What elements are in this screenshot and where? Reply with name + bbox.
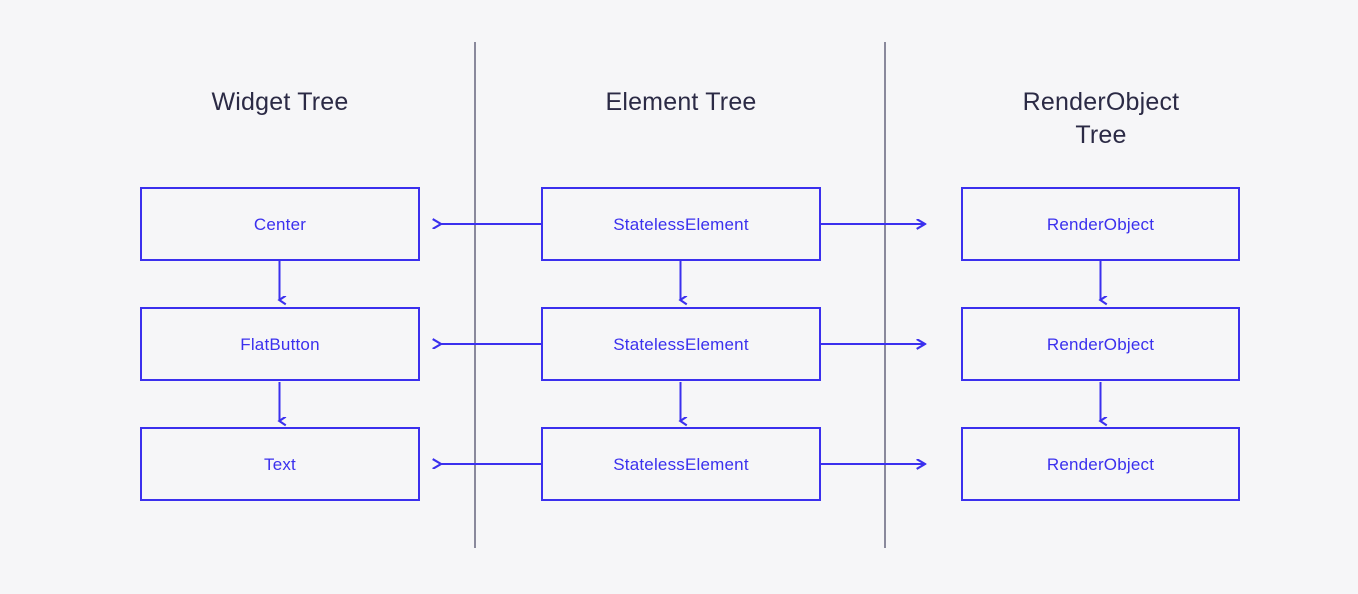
column-title-renderobject-tree: RenderObject Tree [1022, 88, 1180, 149]
renderobject-node-1-label: RenderObject [1046, 214, 1155, 234]
renderobject-node-3[interactable]: RenderObject [961, 427, 1240, 501]
widget-node-text-label: Text [264, 454, 296, 474]
element-node-1[interactable]: StatelessElement [541, 187, 821, 261]
column-title-element-tree: Element Tree [605, 88, 757, 116]
element-node-2[interactable]: StatelessElement [541, 307, 821, 381]
renderobject-node-2-label: RenderObject [1046, 334, 1155, 354]
column-title-widget-tree: Widget Tree [211, 88, 349, 116]
renderobject-node-2[interactable]: RenderObject [961, 307, 1240, 381]
element-node-3-label: StatelessElement [613, 454, 749, 474]
widget-node-flatbutton-label: FlatButton [240, 334, 320, 354]
renderobject-node-3-label: RenderObject [1046, 454, 1155, 474]
widget-node-text[interactable]: Text [140, 427, 420, 501]
renderobject-node-1[interactable]: RenderObject [961, 187, 1240, 261]
widget-node-flatbutton[interactable]: FlatButton [140, 307, 420, 381]
widget-node-center-label: Center [253, 214, 307, 234]
widget-node-center[interactable]: Center [140, 187, 420, 261]
element-node-1-label: StatelessElement [613, 214, 749, 234]
element-node-3[interactable]: StatelessElement [541, 427, 821, 501]
element-node-2-label: StatelessElement [613, 334, 749, 354]
